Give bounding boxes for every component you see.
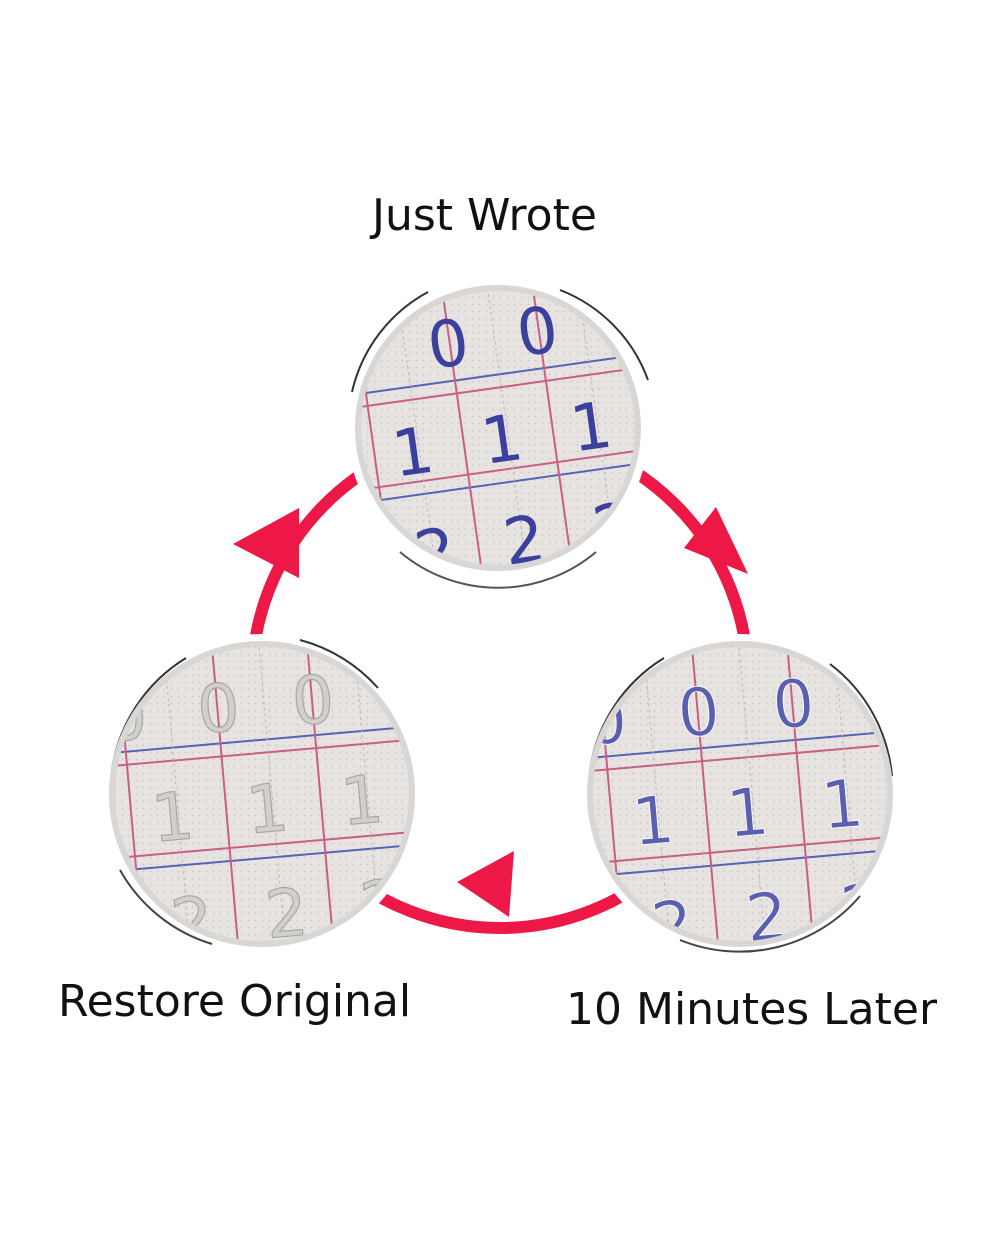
magnifier-just-wrote: 0 0 0 1 1 1 2 2 2 bbox=[347, 277, 649, 589]
digit-zero: 0 bbox=[194, 669, 243, 749]
digit-two: 2 bbox=[743, 877, 792, 957]
label-restore-original: Restore Original bbox=[58, 976, 412, 1027]
label-ten-minutes-later: 10 Minutes Later bbox=[566, 984, 938, 1035]
digit-two: 2 bbox=[262, 874, 311, 954]
digit-zero: 0 bbox=[769, 664, 818, 744]
digit-zero: 0 bbox=[674, 673, 723, 753]
digit-one: 1 bbox=[723, 773, 772, 853]
digit-one: 1 bbox=[243, 769, 292, 849]
digit-one: 1 bbox=[818, 764, 867, 844]
cycle-arrow-icon bbox=[684, 507, 748, 574]
label-just-wrote: Just Wrote bbox=[372, 190, 597, 241]
digit-one: 1 bbox=[148, 777, 197, 857]
digit-one: 1 bbox=[338, 761, 387, 841]
digit-zero: 0 bbox=[289, 661, 338, 741]
digit-one: 1 bbox=[629, 781, 678, 861]
cycle-arrow-icon bbox=[233, 508, 299, 578]
magnifier-ten-minutes-later: 0 0 0 1 1 1 2 2 2 bbox=[580, 634, 900, 957]
magnifier-restore-original: 0 0 0 1 1 1 2 2 2 bbox=[102, 634, 422, 954]
cycle-arrow-icon bbox=[457, 851, 514, 917]
